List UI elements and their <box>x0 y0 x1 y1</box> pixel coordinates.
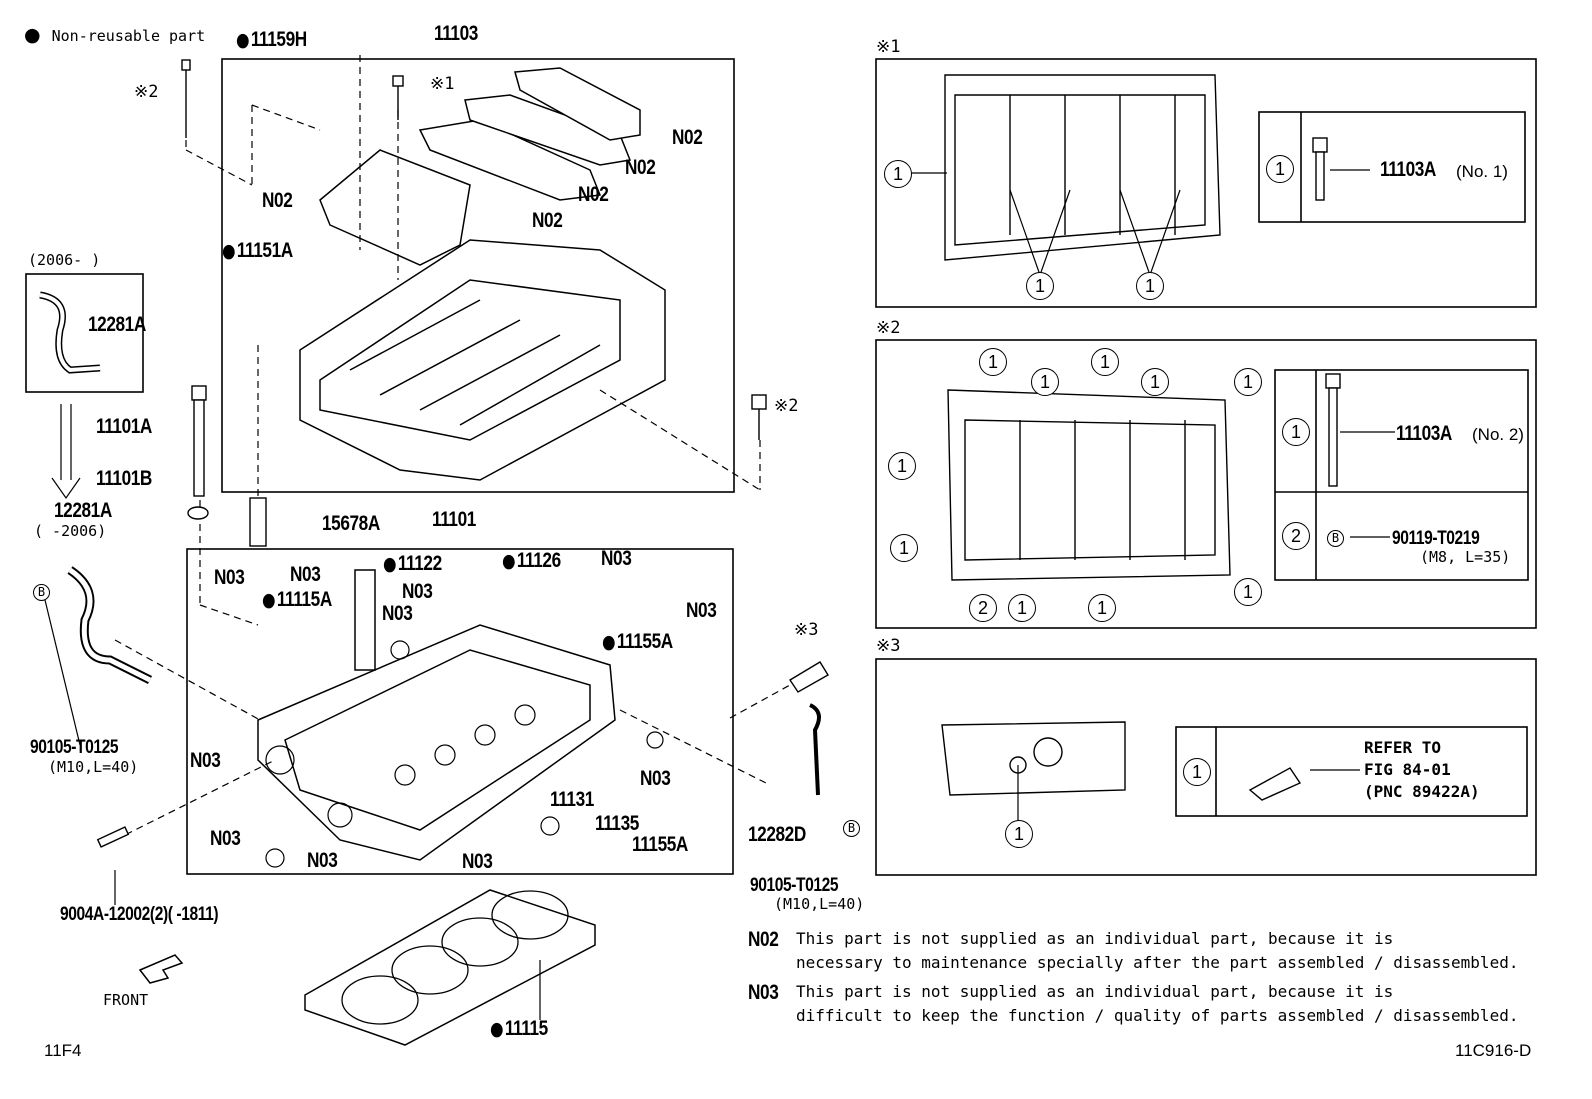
part-11101B-label: 11101B <box>96 467 152 490</box>
part-90105-right-label: 90105-T0125 <box>750 875 839 896</box>
callout-1: 1 <box>1136 272 1164 300</box>
callout-1: 1 <box>1088 594 1116 622</box>
note-n03-code: N03 <box>748 981 779 1004</box>
part-90105-right-spec: (M10,L=40) <box>774 895 865 913</box>
section-x1-title: ※1 <box>876 37 901 57</box>
part-11155A-top-label: 11155A <box>602 631 673 652</box>
n03-label-8: N03 <box>640 767 671 790</box>
part-12281A-bottom-label: 12281A <box>54 499 112 522</box>
note-n02-line1: This part is not supplied as an individu… <box>796 929 1394 948</box>
detail3-ref-line3: (PNC 89422A) <box>1364 782 1480 801</box>
n02-label-1: N02 <box>672 126 703 149</box>
part-11135-label: 11135 <box>595 812 639 835</box>
part-11159H-label: 11159H <box>236 29 307 50</box>
part-12281A-top-label: 12281A <box>88 313 146 336</box>
detail1-row1-num: 1 <box>1266 155 1294 183</box>
front-label: FRONT <box>103 991 149 1009</box>
mark-x1-top: ※1 <box>430 74 455 94</box>
callout-2: 2 <box>969 594 997 622</box>
part-11122-label: 11122 <box>383 553 442 574</box>
detail3-ref-line2: FIG 84-01 <box>1364 760 1451 779</box>
detail3-row1-num: 1 <box>1183 758 1211 786</box>
range-2006-top: (2006- ) <box>28 251 101 269</box>
note-n02-code: N02 <box>748 928 779 951</box>
detail2-row2-spec: (M8, L=35) <box>1420 548 1511 566</box>
callout-1: 1 <box>888 452 916 480</box>
detail2-row1-part: 11103A <box>1396 422 1452 445</box>
part-11101A-label: 11101A <box>96 415 152 438</box>
n03-label-11: N03 <box>462 850 493 873</box>
detail2-row2-part: 90119-T0219 <box>1392 528 1480 549</box>
callout-1: 1 <box>1031 368 1059 396</box>
note-n03-line2: difficult to keep the function / quality… <box>796 1006 1519 1025</box>
n03-label-2: N03 <box>290 563 321 586</box>
detail3-ref-line1: REFER TO <box>1364 738 1442 757</box>
b-mark-right: B <box>843 820 860 837</box>
part-90105-left-label: 90105-T0125 <box>30 737 119 758</box>
part-11155A-bottom-label: 11155A <box>632 833 688 856</box>
note-n02-line2: necessary to maintenance specially after… <box>796 953 1519 972</box>
part-12282D-label: 12282D <box>748 823 806 846</box>
n03-label-6: N03 <box>686 599 717 622</box>
footer-right-code: 11C916-D <box>1455 1041 1532 1060</box>
n03-label-3: N03 <box>601 547 632 570</box>
part-11115-label: 11115 <box>490 1018 548 1039</box>
callout-1: 1 <box>890 534 918 562</box>
n03-label-9: N03 <box>210 827 241 850</box>
mark-x3-sensor: ※3 <box>794 620 819 640</box>
callout-1: 1 <box>1141 368 1169 396</box>
n02-label-2: N02 <box>625 156 656 179</box>
callout-1: 1 <box>1026 272 1054 300</box>
callout-1: 1 <box>979 348 1007 376</box>
n03-label-10: N03 <box>307 849 338 872</box>
callout-1: 1 <box>1008 594 1036 622</box>
part-15678A-label: 15678A <box>322 512 380 535</box>
mark-x2-top: ※2 <box>134 82 159 102</box>
detail1-row1-note: (No. 1) <box>1456 162 1508 181</box>
b-mark-left: B <box>33 584 50 601</box>
section-x2-title: ※2 <box>876 318 901 338</box>
callout-1: 1 <box>884 160 912 188</box>
n03-label-1: N03 <box>214 566 245 589</box>
callout-1: 1 <box>1234 578 1262 606</box>
detail2-row2-num: 2 <box>1282 522 1310 550</box>
note-n03-line1: This part is not supplied as an individu… <box>796 982 1394 1001</box>
part-11115A-label: 11115A <box>262 589 332 610</box>
section-x3-title: ※3 <box>876 636 901 656</box>
n03-label-7: N03 <box>190 749 221 772</box>
legend-non-reusable: Non-reusable part <box>24 26 206 45</box>
n02-label-5: N02 <box>262 189 293 212</box>
n02-label-4: N02 <box>532 209 563 232</box>
range-2006-bottom: ( -2006) <box>34 522 107 540</box>
detail1-row1-part: 11103A <box>1380 158 1436 181</box>
callout-1: 1 <box>1234 368 1262 396</box>
callout-1: 1 <box>1091 348 1119 376</box>
part-11126-label: 11126 <box>502 550 561 571</box>
n03-label-4: N03 <box>402 580 433 603</box>
footer-left-code: 11F4 <box>44 1041 82 1060</box>
detail2-row1-num: 1 <box>1282 418 1310 446</box>
part-11103-label: 11103 <box>434 22 478 45</box>
part-11151A-label: 11151A <box>222 240 293 261</box>
n03-label-5: N03 <box>382 602 413 625</box>
b-mark-detail2: B <box>1327 530 1344 547</box>
mark-x2-bolt: ※2 <box>774 396 799 416</box>
part-11101-label: 11101 <box>432 508 476 531</box>
part-9004A-label: 9004A-12002(2)( -1811) <box>60 904 219 925</box>
n02-label-3: N02 <box>578 183 609 206</box>
detail2-row1-note: (No. 2) <box>1472 425 1524 444</box>
callout-1: 1 <box>1005 820 1033 848</box>
part-90105-left-spec: (M10,L=40) <box>48 758 139 776</box>
part-11131-label: 11131 <box>550 788 594 811</box>
